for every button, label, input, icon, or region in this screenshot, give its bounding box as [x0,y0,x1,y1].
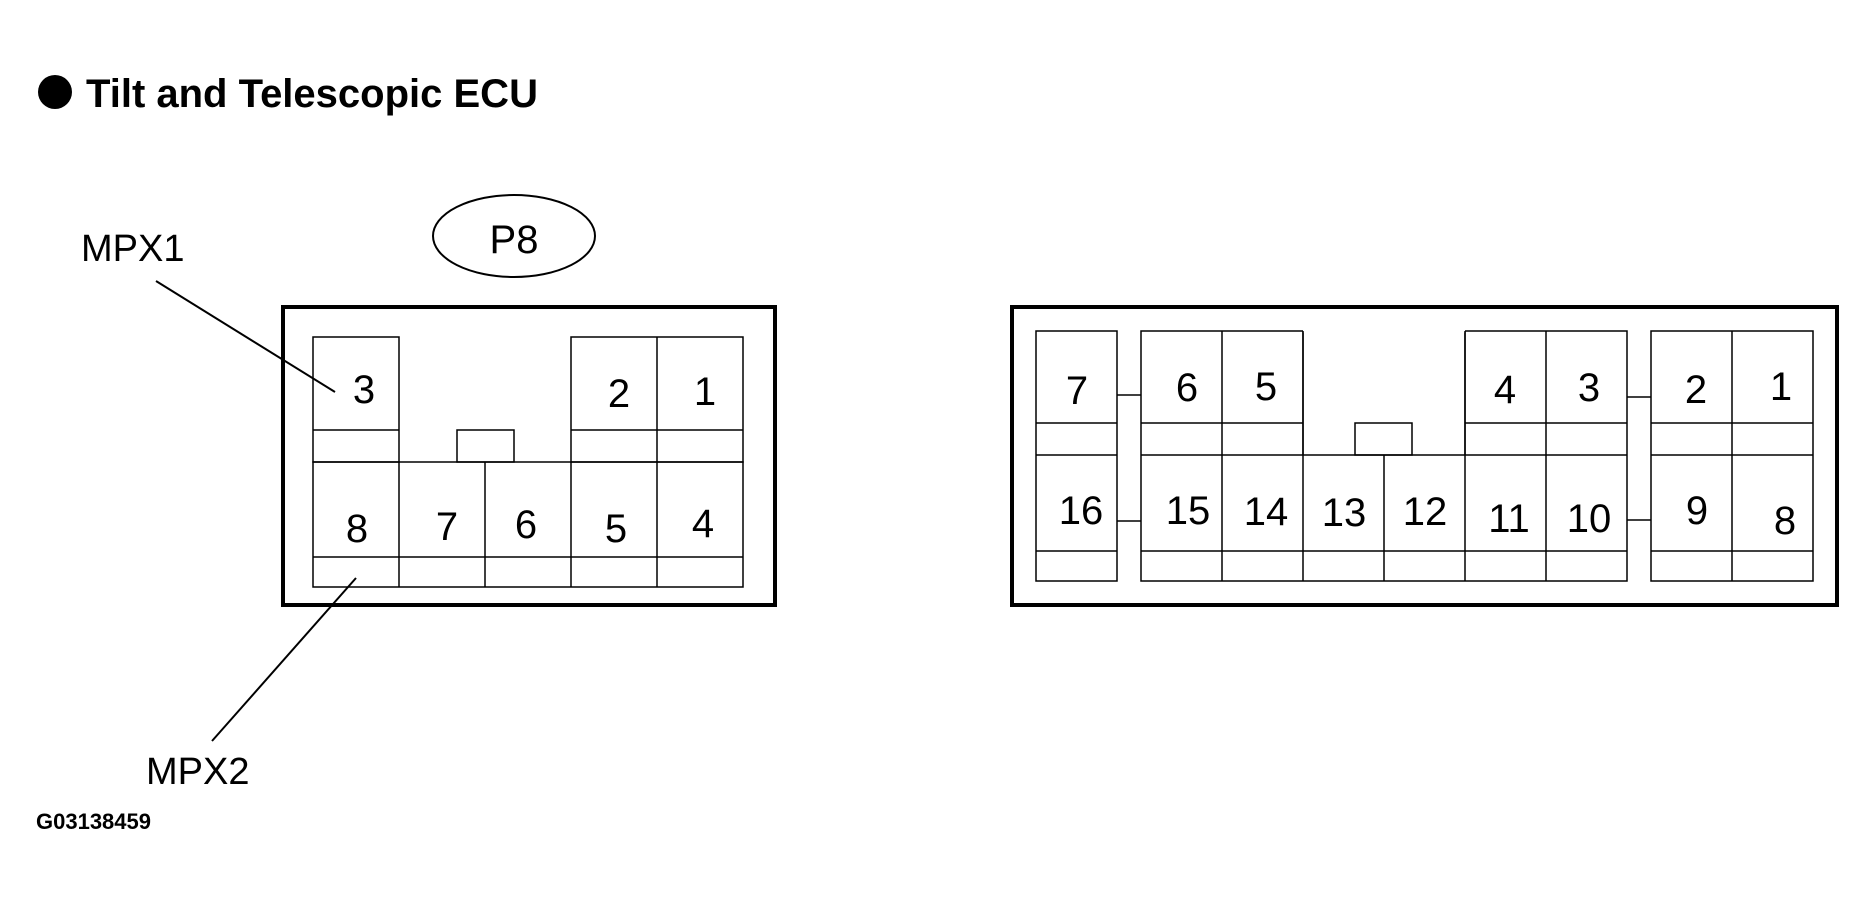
page-title: Tilt and Telescopic ECU [86,72,538,116]
connector-right-housing [1010,305,1839,607]
pin-label: 9 [1686,489,1708,533]
connector-right-pin-labels: 7 6 5 4 3 2 1 16 15 14 13 12 11 10 9 8 [1059,365,1796,543]
pin-label: 10 [1567,497,1612,541]
pin-label: 6 [1176,366,1198,410]
pin-label: 16 [1059,489,1104,533]
pin-label: 4 [692,502,714,546]
callout-leader-mpx1 [155,280,336,393]
pin-label: 6 [515,503,537,547]
pin-label: 1 [694,370,716,414]
pin-label: 7 [436,505,458,549]
pin-label: 8 [1774,499,1796,543]
pin-label: 4 [1494,368,1516,412]
figure-code: G03138459 [36,809,151,834]
bullet-icon [38,75,72,109]
connector-left [281,305,777,607]
callout-mpx1: MPX1 [81,228,184,270]
lock-tab [456,429,515,463]
pin-label: 3 [353,368,375,412]
connector-left-pin-labels: 3 2 1 8 7 6 5 4 [346,368,716,551]
pin-label: 2 [608,372,630,416]
pin-label: 14 [1244,490,1289,534]
pin-label: 11 [1488,497,1530,541]
pin-label: 1 [1770,365,1792,409]
pin-label: 5 [1255,365,1277,409]
connector-name: P8 [490,218,539,262]
connector-left-housing [281,305,777,607]
pin-label: 5 [605,507,627,551]
pin-label: 12 [1403,490,1448,534]
pin-label: 8 [346,507,368,551]
pin-label: 2 [1685,368,1707,412]
pin-label: 7 [1066,369,1088,413]
connector-name-badge [432,194,596,278]
pin-label: 3 [1578,366,1600,410]
connector-right [1010,305,1839,607]
lock-tab [1354,422,1413,456]
callout-mpx2: MPX2 [146,751,249,793]
callout-leader-mpx2 [211,577,357,742]
pin-label: 15 [1166,489,1211,533]
pin-label: 13 [1322,491,1367,535]
